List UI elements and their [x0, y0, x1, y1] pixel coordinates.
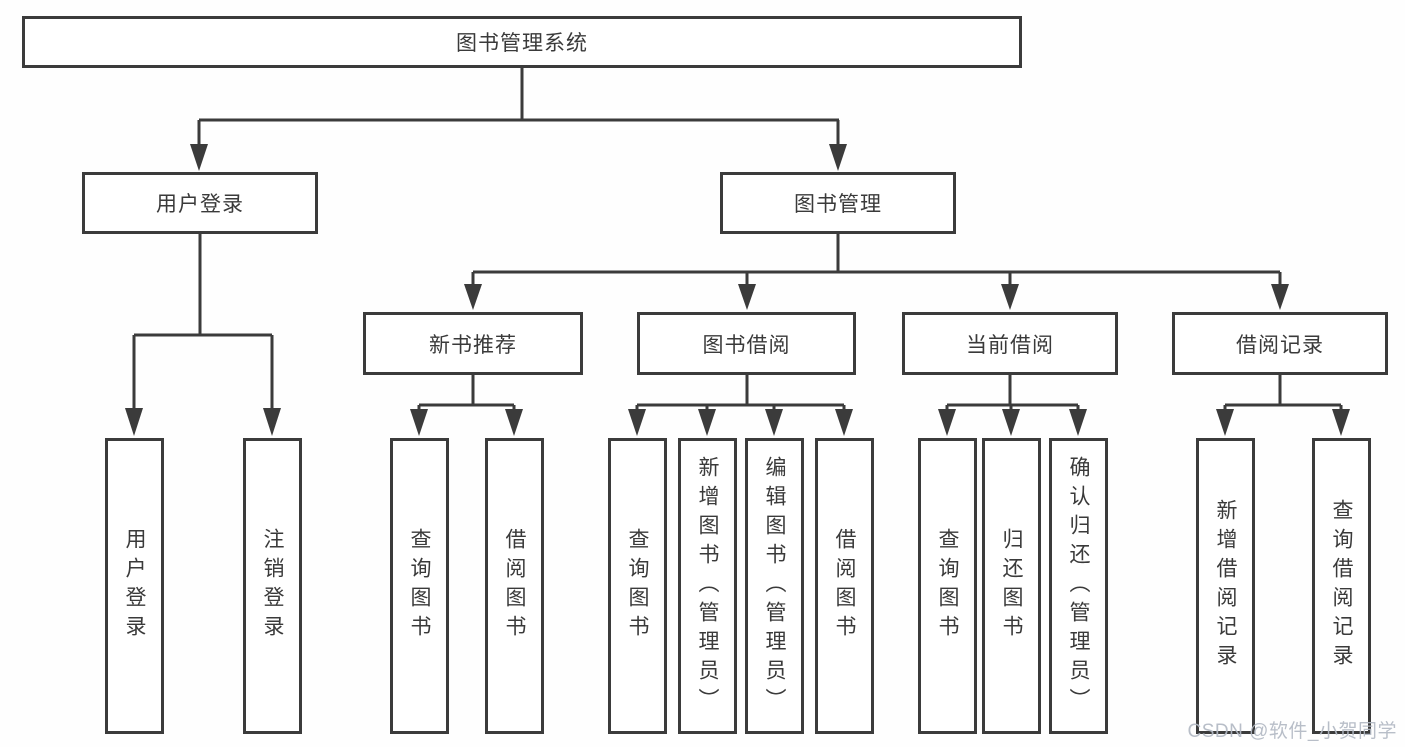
- arrowhead: [698, 409, 716, 436]
- leaf-query-books-1: 查询图书: [390, 438, 449, 734]
- node-user-login: 用户登录: [82, 172, 318, 234]
- arrowhead: [410, 409, 428, 436]
- leaf-borrow-books-1: 借阅图书: [485, 438, 544, 734]
- node-book-management: 图书管理: [720, 172, 956, 234]
- arrowhead: [190, 144, 208, 171]
- arrowhead: [829, 144, 847, 171]
- arrowhead: [765, 409, 783, 436]
- node-current-borrowing: 当前借阅: [902, 312, 1118, 375]
- leaf-query-books-3: 查询图书: [918, 438, 977, 734]
- leaf-add-book-admin: 新增图书（管理员）: [678, 438, 737, 734]
- arrowhead: [505, 409, 523, 436]
- arrowhead: [1216, 409, 1234, 436]
- leaf-confirm-return-admin: 确认归还（管理员）: [1049, 438, 1108, 734]
- node-book-borrowing: 图书借阅: [637, 312, 856, 375]
- node-new-book-recommend: 新书推荐: [363, 312, 583, 375]
- connector-book-management-fork: [464, 234, 1289, 310]
- arrowhead: [938, 409, 956, 436]
- arrowhead: [628, 409, 646, 436]
- arrowhead: [464, 284, 482, 310]
- leaf-borrow-books-2: 借阅图书: [815, 438, 874, 734]
- node-borrow-records: 借阅记录: [1172, 312, 1388, 375]
- connector-root-to-level2: [190, 68, 847, 171]
- arrowhead: [1069, 409, 1087, 436]
- csdn-watermark: CSDN @软件_小贺同学: [1187, 721, 1397, 742]
- connector-book-borrow-fork: [628, 375, 853, 436]
- node-library-system: 图书管理系统: [22, 16, 1022, 68]
- leaf-query-borrow-record: 查询借阅记录: [1312, 438, 1371, 734]
- arrowhead: [1332, 409, 1350, 436]
- arrowhead: [263, 408, 281, 436]
- leaf-user-login: 用户登录: [105, 438, 164, 734]
- leaf-logout: 注销登录: [243, 438, 302, 734]
- connector-borrow-record-fork: [1216, 375, 1350, 436]
- arrowhead: [125, 408, 143, 436]
- leaf-edit-book-admin: 编辑图书（管理员）: [745, 438, 804, 734]
- connector-user-login-fork: [125, 234, 281, 436]
- arrowhead: [738, 284, 756, 310]
- arrowhead: [1002, 409, 1020, 436]
- leaf-query-books-2: 查询图书: [608, 438, 667, 734]
- arrowhead: [835, 409, 853, 436]
- leaf-return-book: 归还图书: [982, 438, 1041, 734]
- connector-new-book-fork: [410, 375, 523, 436]
- leaf-add-borrow-record: 新增借阅记录: [1196, 438, 1255, 734]
- arrowhead: [1001, 284, 1019, 310]
- connector-current-borrow-fork: [938, 375, 1087, 436]
- arrowhead: [1271, 284, 1289, 310]
